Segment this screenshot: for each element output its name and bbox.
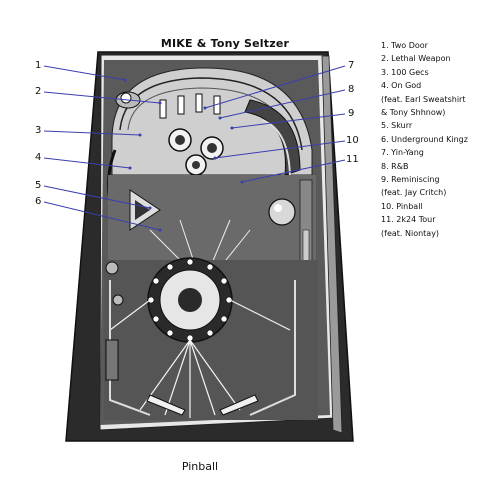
track-line: 9. Reminiscing [381,175,440,185]
track-line: 2. Lethal Weapon [381,54,451,64]
callout-number-2: 2 [35,86,42,97]
track-line: 10. Pinball [381,201,423,211]
track-line: (feat. Jay Critch) [381,188,447,198]
middle-playfield [108,175,316,401]
callout-markers [123,78,244,232]
track-line: 8. R&B [381,161,409,171]
callout-number-6: 6 [35,196,42,207]
lower-playfield [104,257,318,420]
callout-lines-left [43,65,161,231]
track-line: (feat. Earl Sweatshirt [381,94,466,104]
album-title: Pinball [181,460,219,473]
track-line: 1. Two Door [381,41,428,50]
callout-number-3: 3 [35,125,42,136]
track-line: 11. 2k24 Tour [381,215,436,225]
track-line: 4. On God [381,81,422,91]
track-line: 5. Skurr [381,121,413,131]
track-line: 3. 100 Gecs [381,67,429,77]
callout-number-9: 9 [348,108,355,119]
track-line: (feat. Niontay) [381,228,440,238]
track-line: 6. Underground Kingz [381,134,468,144]
upper-playfield [107,67,313,231]
callout-number-4: 4 [35,152,42,163]
callout-number-7: 7 [348,60,355,71]
callout-number-1: 1 [35,60,42,71]
track-line: 7. Yin-Yang [381,148,424,158]
callout-number-10: 10 [346,135,359,146]
callout-lines-right [204,65,346,183]
track-line: & Tony Shhnow) [381,108,446,118]
tracklist: 1. Two Door 2. Lethal Weapon 3. 100 Gecs… [381,39,499,240]
artist-name: MIKE & Tony Seltzer [160,37,290,50]
callout-number-11: 11 [346,154,359,165]
callout-number-5: 5 [35,180,42,191]
callout-number-8: 8 [348,84,355,95]
